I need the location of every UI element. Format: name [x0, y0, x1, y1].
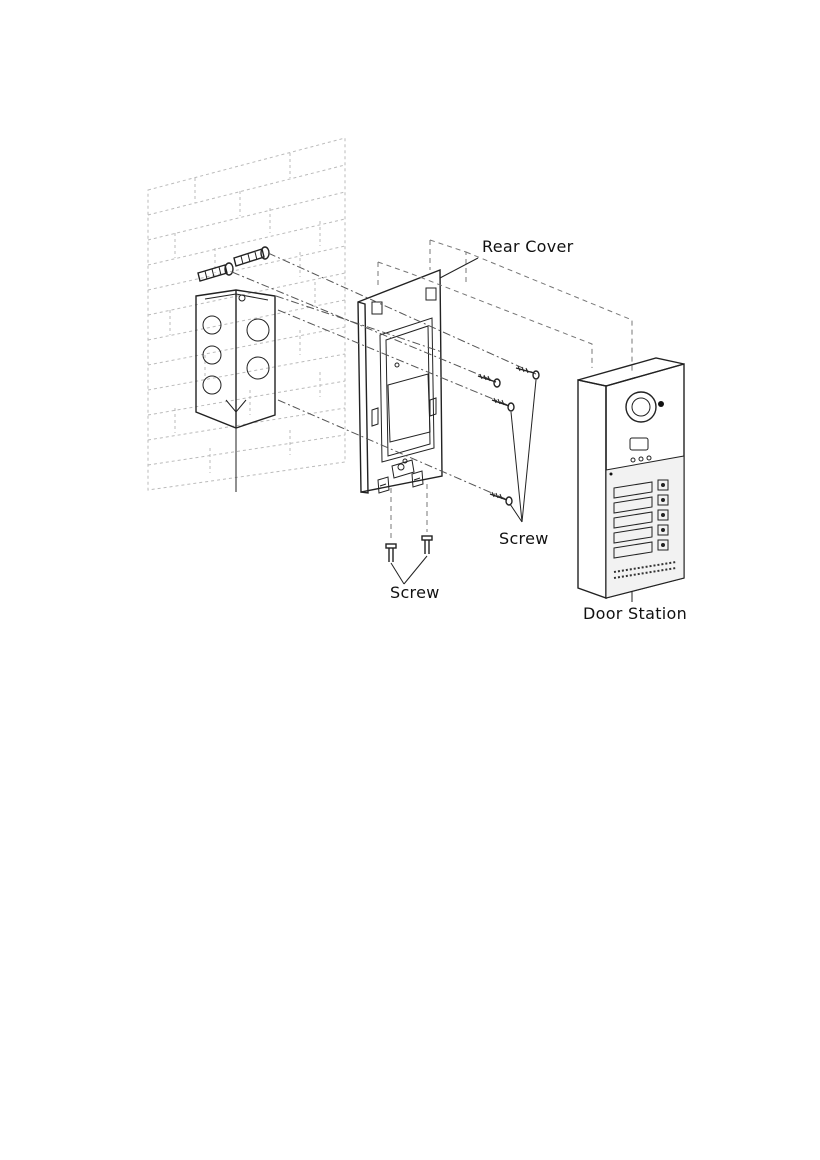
wall-anchor	[234, 247, 269, 266]
screw	[478, 374, 500, 387]
screw	[490, 492, 512, 505]
door-station	[578, 358, 684, 602]
screw-right-label: Screw	[499, 529, 549, 548]
brick-wall	[148, 138, 345, 490]
rear-cover-plate	[358, 270, 442, 493]
screw	[492, 398, 514, 411]
screw	[516, 366, 539, 379]
projection-outline	[378, 240, 632, 372]
screw-right-leader	[510, 380, 536, 522]
screw-bottom-leader	[391, 556, 427, 584]
guide-lines	[232, 253, 536, 500]
screw-bottom-label: Screw	[390, 583, 440, 602]
rear-cover-label: Rear Cover	[482, 237, 574, 256]
screw	[422, 484, 432, 554]
junction-box	[196, 290, 275, 492]
rear-cover-leader	[440, 258, 478, 278]
door-station-label: Door Station	[583, 604, 687, 623]
screw	[386, 488, 396, 562]
